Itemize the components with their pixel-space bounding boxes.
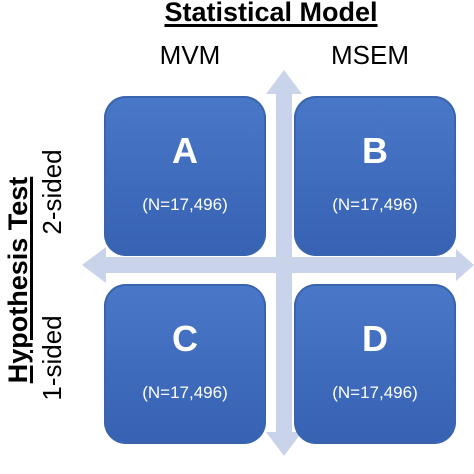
statistical-model-title: Statistical Model bbox=[164, 0, 378, 27]
column-label-mvm: MVM bbox=[159, 40, 221, 70]
horizontal-arrow-head-right bbox=[456, 249, 474, 281]
cell-a-sample-size: (N=17,496) bbox=[142, 195, 228, 214]
cell-b-letter: B bbox=[362, 130, 388, 171]
vertical-arrow-head-down bbox=[266, 432, 302, 456]
horizontal-arrow-head-left bbox=[82, 247, 106, 283]
row-label-1-sided: 1-sided bbox=[37, 315, 67, 401]
cell-c: C (N=17,496) bbox=[104, 284, 266, 444]
column-label-msem: MSEM bbox=[331, 40, 409, 70]
cell-a: A (N=17,496) bbox=[104, 96, 266, 256]
cell-d-letter: D bbox=[362, 318, 388, 359]
row-label-2-sided: 2-sided bbox=[37, 149, 67, 235]
cell-b: B (N=17,496) bbox=[294, 96, 456, 256]
cell-c-sample-size: (N=17,496) bbox=[142, 383, 228, 402]
hypothesis-test-title: Hypothesis Test bbox=[3, 176, 33, 384]
cell-b-sample-size: (N=17,496) bbox=[332, 195, 418, 214]
cell-a-letter: A bbox=[172, 130, 198, 171]
cell-d: D (N=17,496) bbox=[294, 284, 456, 444]
cell-c-letter: C bbox=[172, 318, 198, 359]
cell-d-sample-size: (N=17,496) bbox=[332, 383, 418, 402]
vertical-arrow-head-up bbox=[266, 70, 302, 94]
horizontal-axis-arrow bbox=[100, 257, 462, 273]
